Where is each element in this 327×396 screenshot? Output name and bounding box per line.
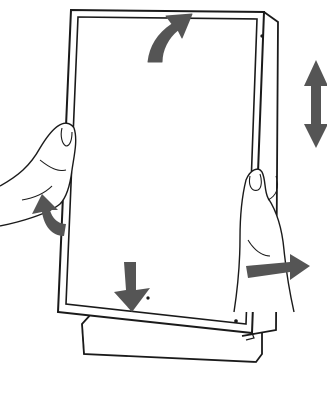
down-arrow-icon — [114, 262, 150, 312]
left-curved-arrow-icon — [32, 194, 66, 236]
indicator-dot-top — [260, 34, 264, 38]
up-right-curved-arrow-icon — [147, 13, 193, 63]
indicator-dot-bottom — [234, 319, 238, 323]
left-hand — [0, 122, 77, 227]
right-arrow-icon — [246, 254, 310, 280]
indicator-dot-center — [146, 296, 150, 300]
height-adjust-double-arrow-icon — [304, 60, 327, 148]
